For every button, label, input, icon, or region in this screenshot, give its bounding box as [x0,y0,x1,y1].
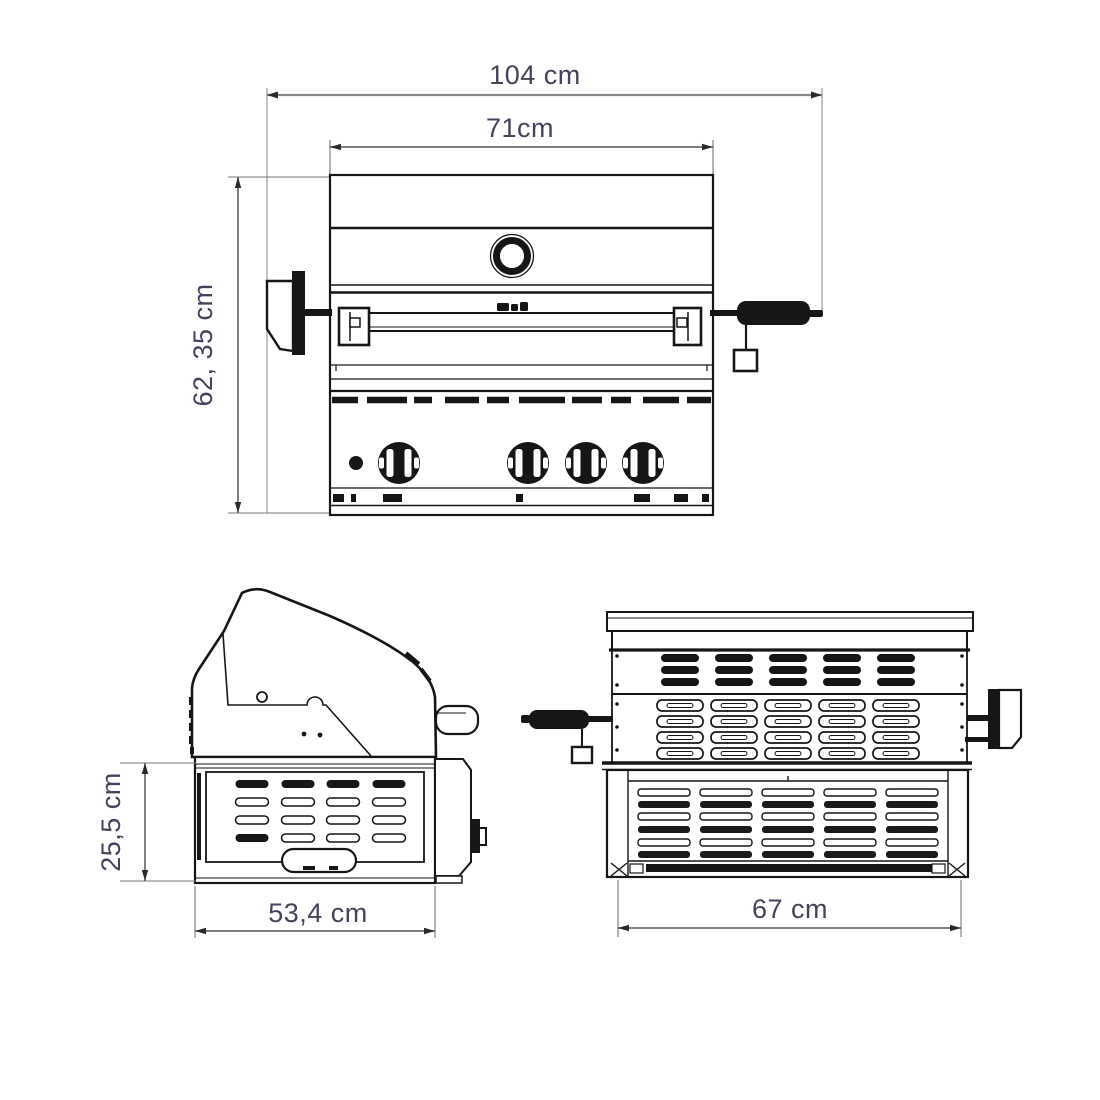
dim-label-overall-width: 104 cm [489,60,581,90]
control-knob-3 [565,442,607,484]
control-knob-4 [622,442,664,484]
front-dim-overall-width: 104 cm [266,60,823,513]
rear-rivets [615,654,964,752]
rotisserie-motor [265,271,332,355]
side-dim-base-height: 25,5 cm [96,762,196,882]
spit-handle [710,301,823,373]
rear-spit-handle [521,710,613,765]
side-view: 25,5 cm 53,4 cm [96,587,487,938]
rear-spit-counterweight [570,745,594,765]
drawer-handle [280,847,358,874]
rear-view: 67 cm [521,611,1023,937]
rotisserie-spit [337,306,703,347]
lid-hinge-knuckles [189,697,194,754]
brand-mark [497,302,528,311]
dim-label-base-height: 25,5 cm [96,772,126,872]
lid-handle [434,704,480,736]
side-knob [470,819,480,853]
control-knob-1 [378,442,420,484]
thermometer [489,233,535,279]
rear-dim-base-width: 67 cm [617,880,962,937]
side-dim-depth: 53,4 cm [194,886,436,938]
control-knob-2 [507,442,549,484]
front-dim-overall-height: 62, 35 cm [188,176,332,514]
bottom-trim-marks [333,494,709,502]
side-lid-profile [190,587,438,759]
dim-label-depth: 53,4 cm [268,898,368,928]
rear-bottom-rail [610,862,966,877]
ignition-button [349,456,363,470]
rear-lid-top [606,611,974,649]
hinge-pin [256,691,268,703]
spit-bracket-left [337,306,371,347]
spit-counterweight [732,348,759,373]
dim-label-body-width: 71cm [486,113,554,143]
rear-rotisserie-motor [965,688,1023,750]
front-view: 104 cm 71cm 62, 35 cm [188,60,823,517]
front-dim-body-width: 71cm [329,113,714,176]
side-control-panel [434,758,487,884]
side-lid-inner-line [222,633,372,757]
spit-bracket-right [672,306,703,347]
dim-label-overall-height: 62, 35 cm [188,283,218,406]
rear-lower-frame [605,768,970,879]
dim-label-base-width: 67 cm [752,894,828,924]
